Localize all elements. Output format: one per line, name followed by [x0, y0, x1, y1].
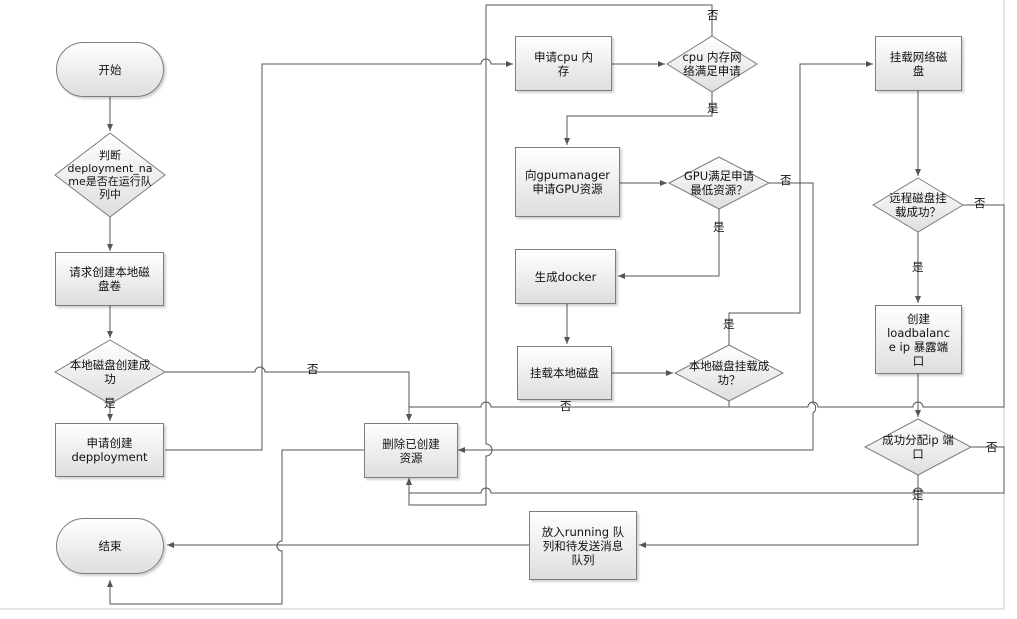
mount-network-disk-box: 挂载网络磁 盘	[875, 36, 962, 91]
edge-remote-no-to-delete	[729, 204, 1005, 408]
request-gpu-box: 向gpumanager 申请GPU资源	[515, 147, 620, 217]
ip-port-assigned-label: 成功分配ip 端 口	[882, 433, 954, 461]
mount-local-disk-box: 挂载本地磁盘	[517, 346, 612, 400]
edge-ip-yes-to-queue	[639, 475, 919, 548]
edge-label-gpu-no: 否	[780, 173, 792, 187]
local-disk-mounted-label: 本地磁盘挂载成 功？	[688, 359, 770, 387]
request-cpu-mem-box: 申请cpu 内 存	[515, 36, 612, 91]
edge-gpu-yes-to-docker	[618, 209, 720, 279]
connectors	[107, 4, 1005, 605]
edge-label-local-mount-yes: 是	[723, 317, 735, 331]
edge-local-mount-no-to-delete	[406, 401, 730, 421]
edge-deployment-to-request-cpu	[165, 58, 513, 451]
edge-label-ip-yes: 是	[912, 488, 924, 502]
start-terminator: 开始	[56, 42, 164, 97]
put-running-queue-box: 放入running 队 列和待发送消息 队列	[529, 511, 637, 580]
edge-cpu-yes-to-gpu	[564, 92, 713, 145]
edge-label-cpu-no: 否	[707, 8, 719, 22]
edge-label-cpu-yes: 是	[707, 101, 719, 115]
edge-label-local-created-no: 否	[307, 362, 319, 376]
create-deployment-box: 申请创建 depployment	[55, 423, 164, 477]
edge-delete-to-end	[107, 449, 364, 605]
edge-label-remote-yes: 是	[912, 260, 924, 274]
local-disk-created-label: 本地磁盘创建成 功	[69, 358, 151, 386]
check-queue-label: 判断 deployment_na me是否在运行队 列中	[67, 149, 153, 201]
cpu-mem-sufficient-label: cpu 内存网 络满足申请	[682, 50, 742, 78]
create-loadbalance-box: 创建 loadbalanc e ip 暴露端 口	[875, 305, 962, 374]
edge-local-mount-yes-to-network	[728, 61, 873, 345]
end-terminator: 结束	[56, 518, 164, 574]
create-local-disk-volume-box: 请求创建本地磁 盘卷	[55, 252, 164, 306]
remote-disk-mounted-label: 远程磁盘挂 载成功？	[889, 191, 947, 219]
edge-gpu-no-to-delete	[458, 182, 817, 453]
edge-label-local-created-yes: 是	[104, 396, 116, 410]
edge-created-no-to-delete	[165, 366, 412, 421]
gpu-sufficient-label: GPU满足申请 最低资源？	[683, 169, 755, 197]
edge-label-gpu-yes: 是	[713, 220, 725, 234]
generate-docker-box: 生成docker	[515, 249, 616, 304]
edge-label-ip-no: 否	[986, 440, 998, 454]
edge-label-local-mount-no: 否	[560, 399, 572, 413]
edge-label-remote-no: 否	[974, 196, 986, 210]
delete-resources-box: 删除已创建 资源	[364, 423, 458, 478]
edge-ip-no-to-delete	[406, 446, 1005, 494]
